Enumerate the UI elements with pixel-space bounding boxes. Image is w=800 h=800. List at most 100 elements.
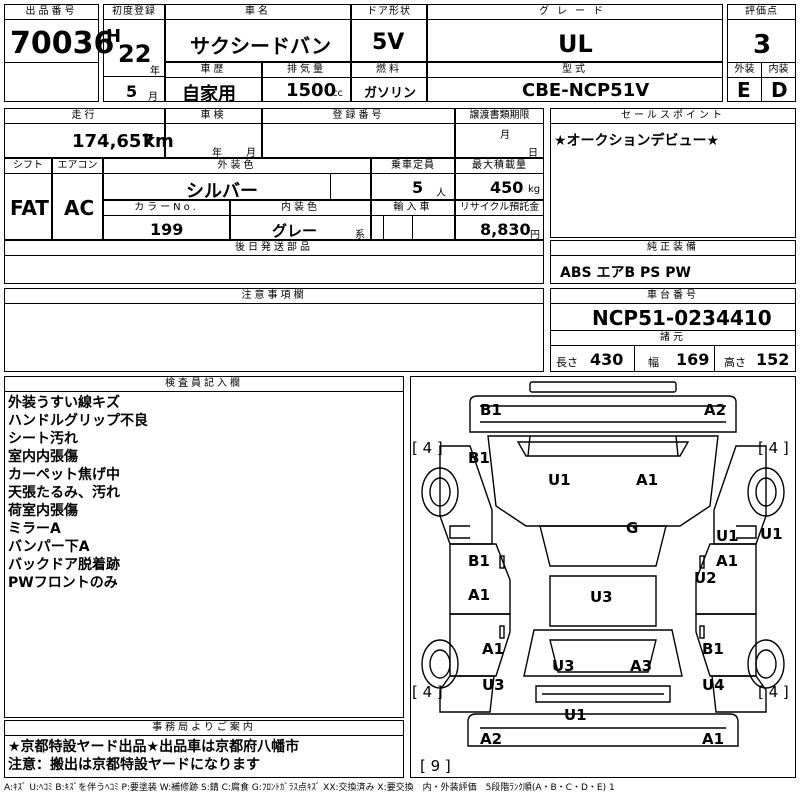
note-line: バンパー下A: [8, 539, 90, 555]
chassis-box: [550, 288, 796, 372]
deadline-month-unit: 月: [500, 130, 510, 141]
genuine-equip-value: ABS エアB PS PW: [560, 265, 691, 281]
note-line: カーペット焦げ中: [8, 467, 120, 483]
mileage-value: 174,657: [72, 131, 154, 152]
displacement-box: [262, 62, 351, 102]
shift-box: [4, 158, 52, 240]
tire-rear-right: [ 4 ]: [758, 683, 789, 701]
transfer-deadline-label: 譲渡書類期限: [456, 109, 543, 124]
history-value: 自家用: [182, 84, 236, 105]
aircon-label: エアコン: [53, 159, 102, 174]
ext-color-value: シルバー: [186, 181, 258, 202]
mark-front-bumper-right: A2: [704, 401, 727, 419]
specs-label: 諸元: [551, 330, 795, 346]
spare-tire: [ 9 ]: [420, 757, 451, 775]
model-code-box: [427, 62, 723, 102]
note-line: ハンドルグリップ不良: [8, 413, 148, 429]
recycle-label: リサイクル預託金: [456, 201, 543, 216]
int-color-value: グレー: [272, 222, 318, 240]
car-name-value: サクシードバン: [190, 34, 331, 58]
inspection-box: [165, 108, 262, 158]
genuine-equip-label: 純正装備: [551, 241, 795, 256]
color-no-box: [103, 200, 230, 240]
lot-no-label: 出品番号: [5, 5, 98, 20]
interior-grade-value: D: [771, 78, 788, 102]
mark-hood-right: A1: [636, 471, 659, 489]
mark-roof: G: [626, 519, 639, 537]
lot-no-box: [4, 4, 99, 102]
displacement-value: 1500: [286, 80, 337, 101]
office-notice-text: ★京都特設ヤード出品★出品車は京都府八幡市 注意：搬出は京都特設ヤードになります: [8, 738, 299, 774]
car-diagram-box: [410, 376, 796, 778]
office-notice-box: [4, 720, 404, 778]
inspector-notes-box: [4, 376, 404, 718]
recycle-unit: 円: [530, 230, 540, 241]
mark-rear-bumper-left: A2: [480, 730, 503, 748]
notice-line: ★京都特設ヤード出品★出品車は京都府八幡市: [8, 739, 300, 755]
mark-fender-rear-left: A1: [482, 640, 505, 658]
shift-value: FAT: [10, 196, 49, 220]
deadline-day-unit: 日: [528, 148, 538, 159]
length-value: 430: [590, 350, 624, 369]
fuel-label: 燃料: [352, 63, 426, 78]
width-label: 幅: [648, 356, 659, 369]
mark-door-rear-right-2: U2: [694, 569, 717, 587]
height-value: 152: [756, 350, 790, 369]
car-diagram: [421, 381, 785, 747]
mark-door-front-left: B1: [468, 552, 490, 570]
mileage-box: [4, 108, 165, 158]
displacement-unit: cc: [332, 88, 343, 99]
recycle-value: 8,830: [480, 220, 531, 239]
car-name-box: [165, 4, 351, 62]
capacity-label: 乗車定員: [372, 159, 454, 174]
sales-point-box: [550, 108, 796, 238]
note-line: 天張たるみ、汚れ: [8, 485, 120, 501]
capacity-box: [371, 158, 455, 200]
max-load-box: [455, 158, 544, 200]
mark-door-front-right-outer: U1: [760, 525, 783, 543]
mark-trunk-right: A3: [630, 657, 653, 675]
mileage-label: 走行: [5, 109, 164, 124]
interior-label: 内装: [762, 63, 795, 78]
note-line: ミラーA: [8, 521, 61, 537]
import-label: 輸入車: [372, 201, 454, 216]
tire-rear-left: [ 4 ]: [412, 683, 443, 701]
car-name-label: 車名: [166, 5, 350, 20]
door-type-value: 5V: [372, 30, 405, 55]
inspection-label: 車検: [166, 109, 261, 124]
mark-hood-left: U1: [548, 471, 571, 489]
width-value: 169: [676, 350, 710, 369]
inspection-year-unit: 年: [212, 148, 222, 159]
inspector-notes-list: 外装うすい線キズ ハンドルグリップ不良 シート汚れ 室内内張傷 カーペット焦げ中…: [8, 394, 398, 592]
history-label: 車歴: [166, 63, 261, 78]
exterior-label: 外装: [728, 63, 761, 78]
mark-door-rear-left: A1: [468, 586, 491, 604]
mark-door-front-right-2: A1: [716, 552, 739, 570]
door-type-box: [351, 4, 427, 62]
max-load-unit: kg: [528, 184, 541, 195]
sales-point-label: セールスポイント: [551, 109, 795, 124]
sales-point-value: ★オークションデビュー★: [554, 133, 720, 149]
height-label: 高さ: [724, 356, 746, 369]
note-line: PWフロントのみ: [8, 575, 118, 591]
mark-door-front-right: U1: [716, 527, 739, 545]
caution-label: 注意事項欄: [5, 289, 543, 304]
office-notice-label: 事務局よりご案内: [5, 721, 403, 736]
genuine-equip-box: [550, 240, 796, 284]
max-load-label: 最大積載量: [456, 159, 543, 174]
later-parts-box: [4, 240, 544, 284]
note-line: 室内内張傷: [8, 449, 78, 465]
grade-box: [427, 4, 723, 62]
ext-color-label: 外装色: [104, 159, 370, 174]
mark-trunk-left: U3: [552, 657, 575, 675]
max-load-value: 450: [490, 178, 524, 197]
capacity-value: 5: [412, 178, 424, 197]
score-label: 評価点: [728, 5, 795, 20]
length-label: 長さ: [556, 356, 578, 369]
mark-roof-center: U3: [590, 588, 613, 606]
note-line: 荷室内張傷: [8, 503, 78, 519]
color-no-value: 199: [150, 220, 184, 239]
month-unit: 月: [148, 92, 158, 103]
month-value: 5: [126, 82, 138, 101]
first-reg-label: 初度登録: [104, 5, 164, 20]
